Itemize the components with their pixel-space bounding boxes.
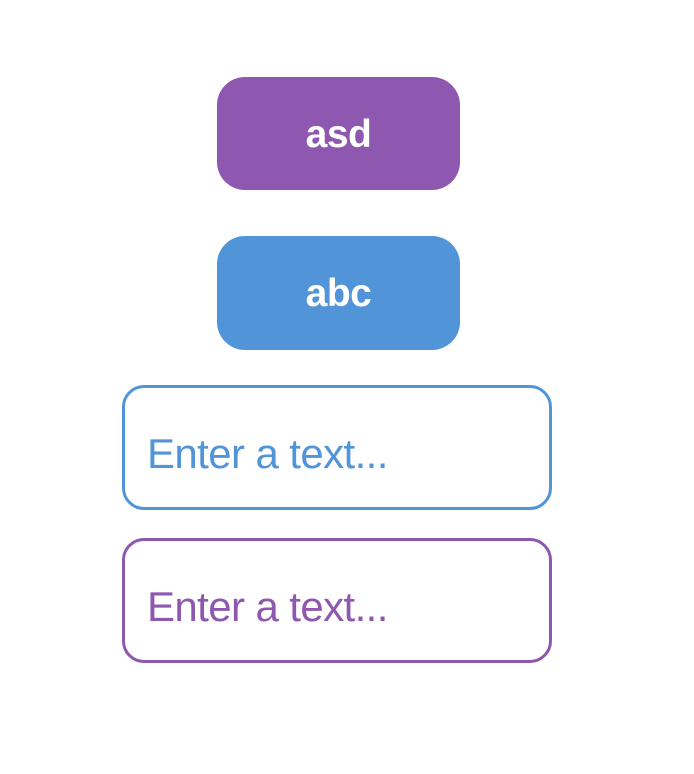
purple-text-input[interactable] bbox=[125, 583, 549, 631]
purple-text-input-wrapper[interactable] bbox=[122, 538, 552, 663]
blue-text-input-wrapper[interactable] bbox=[122, 385, 552, 510]
asd-button[interactable]: asd bbox=[217, 77, 460, 190]
asd-button-label: asd bbox=[305, 113, 372, 156]
abc-button-label: abc bbox=[305, 272, 372, 315]
blue-text-input[interactable] bbox=[125, 430, 549, 478]
abc-button[interactable]: abc bbox=[217, 236, 460, 350]
